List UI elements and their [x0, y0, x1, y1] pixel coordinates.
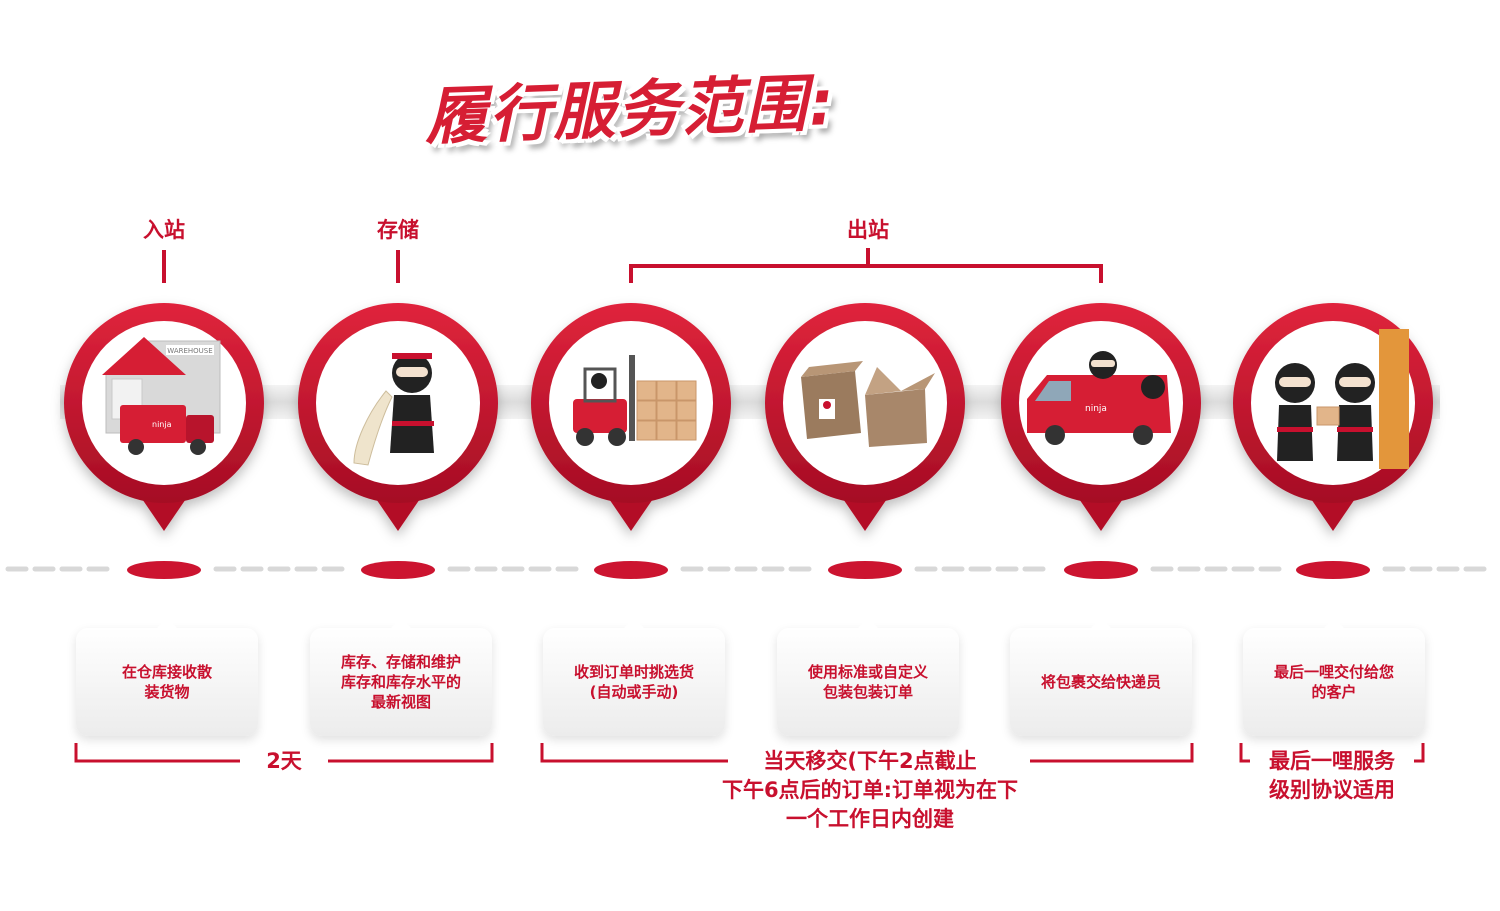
parcel	[1316, 406, 1340, 426]
pin-tip-3	[605, 493, 657, 531]
ninja-left-body	[1277, 405, 1313, 461]
category-storage: 存储	[377, 218, 419, 242]
pallet-box-8	[676, 420, 697, 441]
pin-tip-5	[1075, 493, 1127, 531]
step-card-5: 将包裹交给快递员	[1010, 618, 1192, 736]
step-text-1: 在仓库接收散 装货物	[121, 663, 212, 701]
step-text-5: 将包裹交给快递员	[1040, 673, 1161, 691]
step-text-2: 库存、存储和维护 库存和库存水平的 最新视图	[340, 653, 461, 711]
forklift-icon	[573, 355, 697, 446]
pallet-box-6	[636, 420, 657, 441]
same-day-line-2: 下午6点后的订单:订单视为在下	[721, 778, 1018, 802]
step-card-2: 库存、存储和维护 库存和库存水平的 最新视图	[310, 618, 492, 736]
handover-icon	[1275, 329, 1409, 469]
step-card-6: 最后一哩交付给您 的客户	[1243, 618, 1425, 736]
page-title: 履行服务范围:	[423, 66, 837, 154]
pin-tip-1	[138, 493, 190, 531]
step-card-1: 在仓库接收散 装货物	[76, 618, 258, 736]
boxes-icon	[801, 361, 935, 447]
pallet-box-5	[676, 400, 697, 421]
pallet-box-1	[656, 380, 677, 401]
sla-line-2: 级别协议适用	[1269, 778, 1395, 802]
delivery-van-icon: ninja	[1027, 351, 1171, 445]
step-text-4: 使用标准或自定义 包装包装订单	[807, 663, 928, 701]
pallet-box-0	[636, 380, 657, 401]
timeline-dot-1	[127, 561, 201, 579]
van-brand-text: ninja	[1085, 404, 1107, 414]
pallet-box-3	[636, 400, 657, 421]
pallet-box-2	[676, 380, 697, 401]
pin-tip-4	[839, 493, 891, 531]
warehouse-sign-text: WAREHOUSE	[167, 347, 212, 355]
pallet-box-4	[656, 400, 677, 421]
process-band	[60, 385, 1440, 419]
same-day-line-3: 一个工作日内创建	[786, 807, 954, 831]
sla-bracket-right	[1414, 743, 1425, 763]
timeline-dot-3	[594, 561, 668, 579]
truck-body	[120, 405, 186, 443]
category-inbound: 入站	[143, 218, 185, 242]
box-right	[865, 389, 927, 447]
same-day-line-1: 当天移交(下午2点截止	[763, 749, 977, 773]
step-card-3: 收到订单时挑选货 (自动或手动)	[543, 618, 725, 736]
sla-line-1: 最后一哩服务	[1269, 749, 1395, 773]
timeline-dot-6	[1296, 561, 1370, 579]
two-day-label: 2天	[266, 749, 302, 773]
two-day-bracket	[74, 743, 494, 763]
inventory-scroll	[353, 390, 393, 466]
ninja-inventory-list-icon	[353, 353, 434, 466]
category-outbound: 出站	[847, 218, 889, 242]
ninja-right-body	[1337, 405, 1373, 461]
courier-2-head	[1141, 375, 1165, 399]
step-card-4: 使用标准或自定义 包装包装订单	[777, 618, 959, 736]
step-text-6: 最后一哩交付给您 的客户	[1273, 663, 1394, 701]
pin-tip-2	[372, 493, 424, 531]
forklift-body	[573, 399, 627, 433]
step-text-3: 收到订单时挑选货 (自动或手动)	[573, 663, 694, 701]
same-day-bracket	[540, 743, 1194, 763]
truck-brand-text: ninja	[152, 420, 172, 429]
pallet-box-7	[656, 420, 677, 441]
timeline-dot-2	[361, 561, 435, 579]
door	[1379, 329, 1409, 469]
outbound-bracket	[629, 248, 1103, 283]
warehouse-sign	[166, 345, 214, 355]
pin-tip-6	[1307, 493, 1359, 531]
timeline-dot-5	[1064, 561, 1138, 579]
sla-bracket-left	[1239, 743, 1250, 763]
warehouse-truck-icon: WAREHOUSE ninja	[102, 337, 221, 455]
timeline-dot-4	[828, 561, 902, 579]
step-pin-4	[765, 303, 965, 531]
